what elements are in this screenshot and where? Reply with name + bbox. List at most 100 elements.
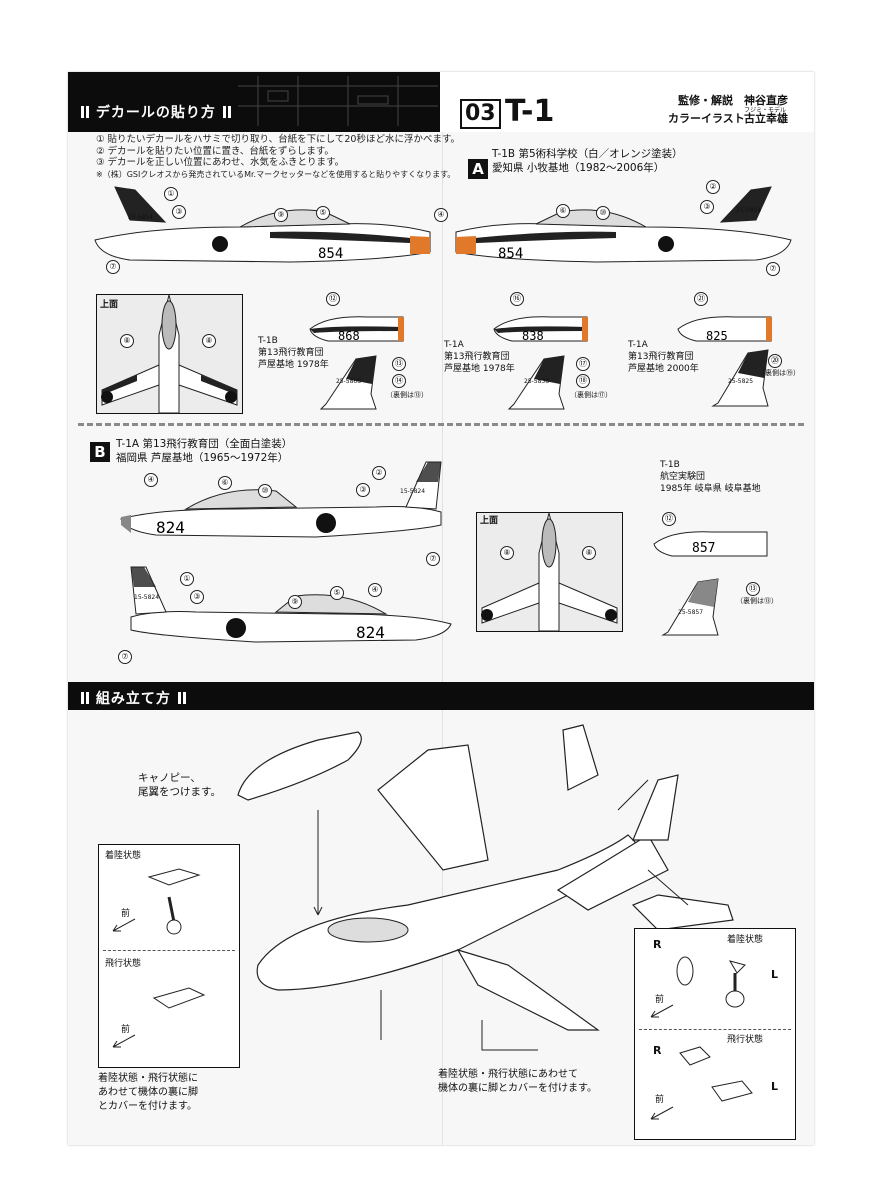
variant-2-tail [507, 355, 565, 410]
marker-b-7: ⑦ [426, 552, 440, 566]
variant-3-unit: 第13飛行教育団 [628, 352, 694, 362]
variant-3-nose: 825 [677, 316, 772, 343]
t1a-left-facing-profile: 824 [130, 566, 452, 643]
credit-ruby: フジミ・モデル [744, 107, 787, 114]
section-a-badge: A [468, 159, 488, 179]
right-label-r1: R [653, 938, 662, 951]
variant-1-back: （裏側は⑬） [386, 391, 428, 399]
credit-name-2: 古立幸雄 [744, 112, 788, 125]
marker-b-2: ② [372, 466, 386, 480]
tail-code-b-bottom: 15-5824 [134, 594, 160, 601]
fuselage-number-a-left: 854 [318, 246, 343, 262]
marker-9: ⑨ [274, 208, 288, 222]
front-label-1: 前 [121, 909, 131, 919]
marker-b-3-bottom: ③ [190, 590, 204, 604]
variant-2-type: T-1A [444, 340, 464, 350]
main-gear-parts [147, 868, 201, 935]
marker-b-4-bottom: ④ [368, 583, 382, 597]
marker-3: ③ [172, 205, 186, 219]
step-3: ③ デカールを正しい位置にあわせ、水気をふきとります。 [96, 157, 345, 168]
variant-3-type: T-1A [628, 340, 648, 350]
credit-label-2: カラーイラスト [668, 112, 745, 125]
section-b-line1: T-1A 第13飛行教育団（全面白塗装） [116, 438, 293, 450]
marker-b-6: ⑥ [218, 476, 232, 490]
top-label-b: 上面 [480, 516, 499, 526]
aside-type: T-1B [660, 460, 680, 470]
decal-title: デカールの貼り方 [80, 102, 232, 122]
marker-b-8-right: ⑧ [582, 546, 596, 560]
step-2: ② デカールを貼りたい位置に置き、台紙をずらします。 [96, 145, 334, 157]
section-b-line2: 福岡県 芦屋基地（1965～1972年） [116, 452, 289, 464]
canopy-text-2: 尾翼をつけます。 [138, 786, 221, 798]
variant-2-number: 838 [522, 329, 544, 343]
marker-10: ⑩ [596, 206, 610, 220]
variant-2-unit: 第13飛行教育団 [444, 352, 510, 362]
right-label-l1: L [771, 968, 779, 981]
credit-name-1: 神谷直彦 [744, 94, 788, 107]
cover-part-r [679, 1046, 711, 1066]
marker-8-left: ⑧ [120, 334, 134, 348]
aside-back: （裏側は⑬） [736, 597, 778, 605]
marker-b-5: ⑤ [330, 586, 344, 600]
bottom-caption-1: 着陸状態・飛行状態にあわせて [438, 1069, 578, 1080]
aside-marker-13: ⑬ [746, 582, 760, 596]
variant-2-base: 芦屋基地 1978年 [444, 364, 515, 374]
variant-3-marker-tail: ⑳ [768, 354, 782, 368]
header-title-area [440, 72, 814, 132]
fold-line [442, 72, 443, 1145]
tail-code-b-top: 15-5824 [400, 488, 426, 495]
section-b-badge: B [90, 442, 110, 462]
aside-tail [661, 578, 719, 636]
variant-1-marker-tail2: ⑭ [392, 374, 406, 388]
marker-2: ② [706, 180, 720, 194]
marker-5: ⑤ [316, 206, 330, 220]
right-label-l2: L [771, 1080, 779, 1093]
model-number: 03 [460, 99, 501, 129]
front-label-3: 前 [655, 995, 665, 1005]
tail-code-a-left: 25-5854 [128, 214, 154, 221]
aside-nose: 857 [653, 531, 768, 557]
variant-1-tail-code: 25-5868 [336, 378, 362, 385]
decal-header: デカールの貼り方 [68, 72, 814, 132]
nose-gear-part [676, 956, 694, 986]
front-arrow-3 [650, 1004, 674, 1018]
box-divider [103, 950, 235, 951]
variant-2-tail-code: 25-5838 [524, 378, 550, 385]
variant-3-tail-code: 25-5825 [728, 378, 754, 385]
left-caption-3: とカバーを付けます。 [98, 1101, 197, 1112]
front-label-4: 前 [655, 1095, 665, 1105]
step-1: ① 貼りたいデカールをハサミで切り取り、台紙を下にして20秒ほど水に浮かべます。 [96, 134, 461, 145]
cover-part-l [711, 1080, 753, 1102]
canopy-text-1: キャノピー、 [138, 772, 201, 784]
variant-2-nose: 838 [493, 316, 588, 343]
aside-unit: 航空実験団 [660, 472, 706, 482]
left-caption-2: あわせて機体の裏に脚 [98, 1087, 198, 1098]
variant-1-nose: 868 [309, 316, 404, 343]
tail-code-a-right: 25-5854 [736, 207, 762, 214]
variant-1-marker-tail: ⑬ [392, 357, 406, 371]
marker-1: ① [164, 187, 178, 201]
decal-instructions: ① 貼りたいデカールをハサミで切り取り、台紙を下にして20秒ほど水に浮かべます。… [96, 134, 460, 180]
t1b-right-profile: 854 [455, 186, 792, 263]
section-a-line1: T-1B 第5術科学校（白／オレンジ塗装） [492, 148, 683, 160]
aside-marker-12: ⑫ [662, 512, 676, 526]
t1a-right-facing-profile: 824 [120, 461, 442, 538]
aside-tail-code: 25-5857 [678, 609, 704, 616]
top-label-a: 上面 [100, 300, 119, 310]
variant-1-type: T-1B [258, 336, 278, 346]
variant-3-number: 825 [706, 329, 728, 343]
marker-b-1: ① [180, 572, 194, 586]
fuselage-number-b-top: 824 [156, 518, 185, 537]
right-flight-label: 飛行状態 [727, 1035, 764, 1045]
left-landing-label: 着陸状態 [105, 851, 142, 861]
decal-note: ※（株）GSIクレオスから発売されているMr.マークセッターなどを使用すると貼り… [96, 169, 456, 179]
right-gear-box: 着陸状態 R L 前 飛行状態 R L 前 [634, 928, 796, 1140]
variant-2-back: （裏側は⑰） [570, 391, 612, 399]
variant-2-marker-tail2: ⑱ [576, 374, 590, 388]
right-landing-label: 着陸状態 [727, 935, 764, 945]
variant-3-back: （裏側は⑲） [758, 369, 800, 377]
right-label-r2: R [653, 1044, 662, 1057]
bottom-caption-2: 機体の裏に脚とカバーを付けます。 [438, 1083, 597, 1094]
marker-6: ⑥ [556, 204, 570, 218]
model-name: T-1 [505, 94, 555, 129]
